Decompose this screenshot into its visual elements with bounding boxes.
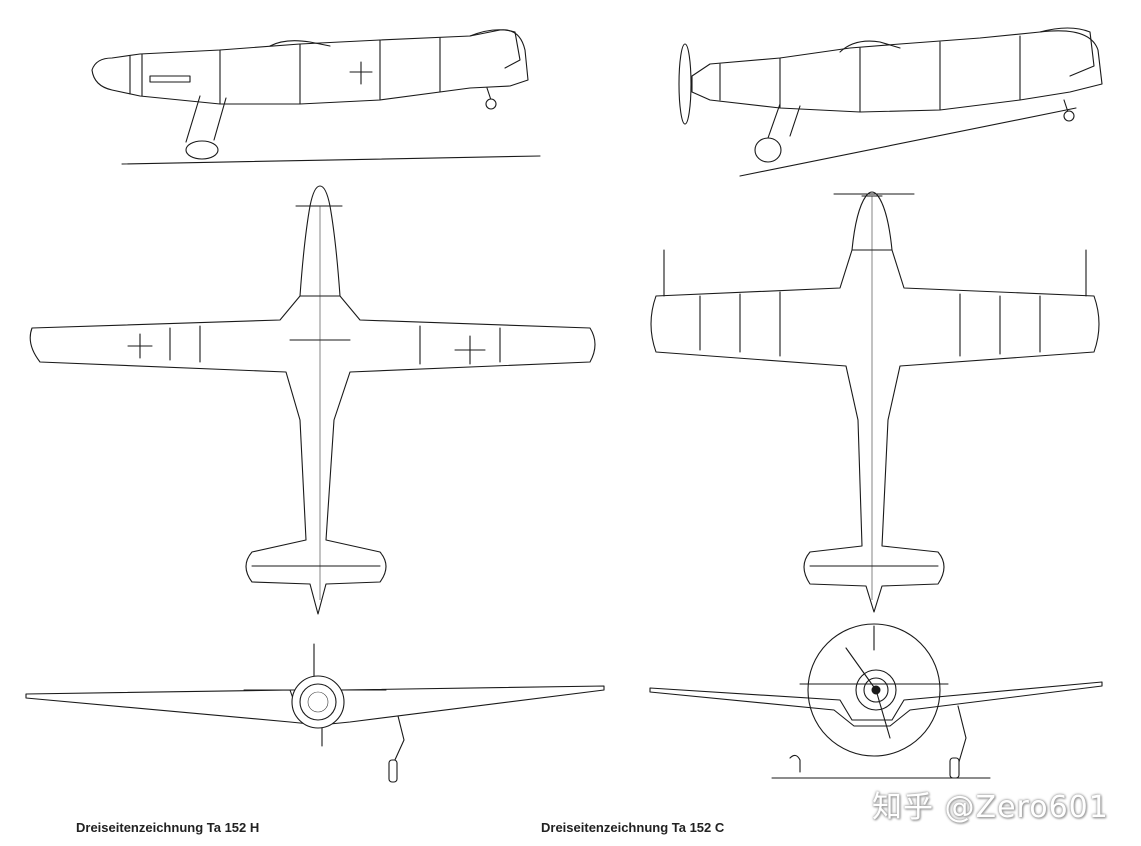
- ta152c-top-view: [650, 191, 1100, 613]
- watermark: 知乎 @Zero601: [872, 790, 1109, 825]
- caption-ta152c: Dreiseitenzeichnung Ta 152 C: [541, 820, 725, 835]
- ta152h-front-view: [25, 643, 605, 783]
- ta152c-side-view: [678, 27, 1103, 177]
- caption-ta152h: Dreiseitenzeichnung Ta 152 H: [76, 820, 260, 835]
- ta152c-front-view: [649, 623, 1103, 779]
- ta152h-side-view: [91, 29, 541, 165]
- ta152h-top-view: [29, 185, 596, 615]
